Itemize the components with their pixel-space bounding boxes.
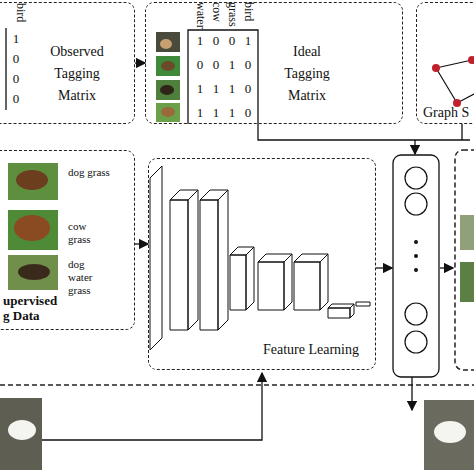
dashed-panel: Graph S [416, 2, 474, 124]
matrix-cell: 0 [209, 58, 223, 72]
matrix-cell: 1 [225, 106, 239, 120]
photo [16, 170, 48, 190]
neuron [405, 193, 427, 215]
matrix-cell: 1 [193, 34, 207, 48]
cnn-layer [150, 166, 162, 350]
photo [424, 400, 474, 470]
cnn-layer [200, 190, 228, 330]
photo [14, 215, 50, 241]
matrix-cell: 1 [193, 82, 207, 96]
neuron-column [393, 155, 439, 377]
dashed-panel: upervised g Data [0, 150, 135, 330]
ellipsis-dot [414, 268, 418, 272]
matrix-cell: 0 [193, 58, 207, 72]
dashed-panel: Ideal Tagging Matrix [145, 2, 403, 124]
connector-line [258, 124, 470, 140]
flow-arrow [135, 243, 148, 244]
matrix-cell: 0 [9, 72, 23, 86]
matrix-cell: 1 [209, 82, 223, 96]
dashed-panel: Feature Learning [148, 158, 376, 370]
photo [460, 215, 474, 250]
photo [156, 32, 180, 52]
ellipsis-dot [414, 254, 418, 258]
ellipsis-dot [414, 240, 418, 244]
matrix-cell: 0 [9, 52, 23, 66]
photo [161, 61, 175, 71]
matrix-cell: 1 [209, 106, 223, 120]
matrix-cell: 1 [225, 58, 239, 72]
panel-title: Observed Tagging Matrix [38, 41, 116, 107]
photo [8, 255, 58, 290]
graph-vertex [432, 64, 440, 72]
panel-title: Graph S [423, 105, 474, 121]
matrix-cell: 0 [9, 92, 23, 106]
cnn-layer [170, 190, 198, 330]
cnn-layer [356, 302, 370, 306]
panel-title: upervised g Data [3, 293, 65, 323]
connector-arrow [411, 377, 412, 410]
matrix-cell: 0 [241, 58, 255, 72]
image-tag: cow grass [68, 220, 110, 246]
output-box [455, 150, 474, 370]
photo [460, 262, 474, 302]
matrix-bracket [5, 28, 6, 110]
connector-arrow [440, 267, 453, 268]
cnn-layer [230, 247, 254, 310]
photo [156, 56, 180, 76]
cnn-layer [328, 304, 354, 318]
photo [161, 107, 175, 117]
photo [160, 39, 172, 49]
matrix-cell: 1 [225, 82, 239, 96]
graph-edge [436, 60, 474, 103]
neuron [405, 303, 427, 325]
flow-arrow [135, 62, 145, 63]
photo [18, 264, 50, 280]
column-header: bird [14, 3, 28, 22]
neuron [405, 331, 427, 353]
column-header: bird [242, 2, 256, 21]
matrix-cell: 0 [241, 82, 255, 96]
graph-vertex [468, 56, 474, 64]
photo [0, 398, 42, 470]
image-tag: dog water grass [68, 258, 110, 297]
column-header: cow [210, 2, 224, 22]
divider-line [0, 384, 474, 386]
photo [8, 163, 58, 200]
photo [160, 85, 174, 95]
matrix-cell: 0 [225, 34, 239, 48]
neuron [405, 167, 427, 189]
connector-arrow [42, 373, 262, 440]
photo [8, 210, 58, 250]
cnn-layer [294, 254, 328, 310]
cnn-layer [258, 254, 292, 310]
matrix-cell: 1 [241, 34, 255, 48]
photo [156, 103, 180, 122]
column-header: grass [226, 2, 240, 27]
matrix-cell: 1 [193, 106, 207, 120]
photo [156, 80, 180, 100]
photo [8, 420, 36, 440]
connector-arrow [376, 267, 392, 268]
connector-arrow [414, 140, 415, 154]
image-tag: dog grass [68, 166, 110, 179]
panel-title: Feature Learning [249, 342, 373, 358]
column-header: water [194, 2, 208, 29]
panel-title: Ideal Tagging Matrix [271, 41, 343, 107]
matrix-cell: 1 [9, 32, 23, 46]
matrix-cell: 0 [241, 106, 255, 120]
matrix-bracket [188, 30, 258, 124]
photo [434, 421, 466, 443]
matrix-cell: 0 [209, 34, 223, 48]
